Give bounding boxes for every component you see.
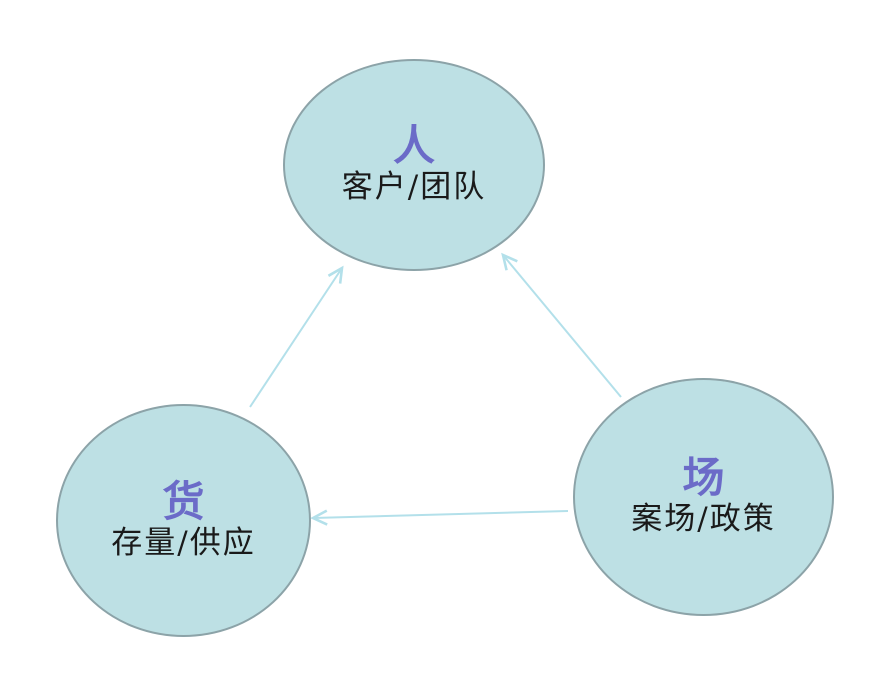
node-place-subtitle: 案场/政策	[631, 501, 776, 538]
node-people-title: 人	[392, 121, 435, 171]
node-goods-title: 货	[162, 476, 205, 526]
node-people: 人 客户/团队	[283, 59, 545, 271]
node-goods-subtitle: 存量/供应	[111, 524, 256, 561]
arrow-place-to-goods	[310, 509, 569, 526]
node-goods: 货 存量/供应	[56, 404, 311, 637]
node-place: 场 案场/政策	[573, 378, 834, 616]
node-people-subtitle: 客户/团队	[341, 169, 487, 206]
arrow-place-to-people	[501, 252, 622, 398]
arrow-goods-to-people	[249, 265, 344, 408]
node-place-title: 场	[682, 453, 725, 503]
